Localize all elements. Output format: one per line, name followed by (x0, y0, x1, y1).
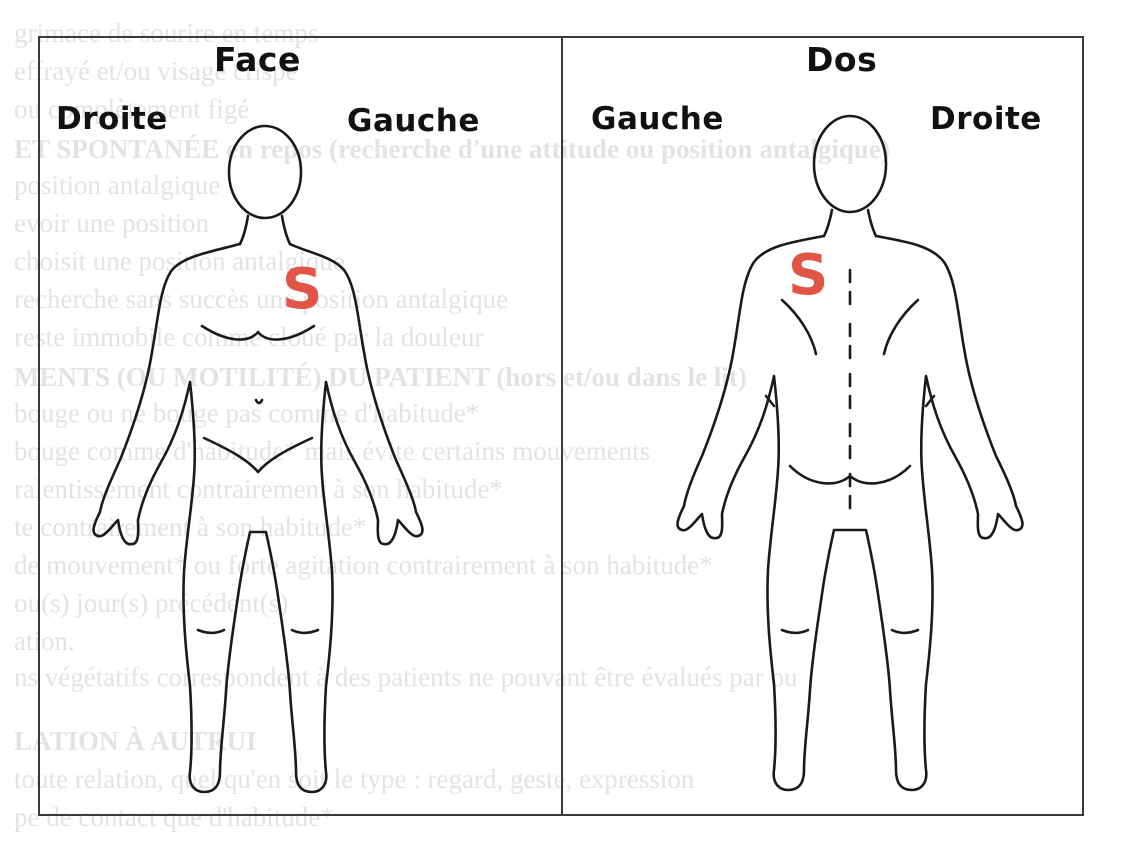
front-head (229, 126, 301, 218)
back-knee-left (782, 630, 808, 633)
front-navel (256, 400, 262, 403)
back-knee-right (892, 630, 918, 633)
back-title: Dos (806, 40, 877, 79)
front-hip-line (204, 438, 312, 472)
front-neck (240, 216, 290, 244)
front-body-outline (94, 244, 423, 792)
front-title: Face (214, 40, 301, 79)
front-knee-left (198, 630, 224, 633)
front-pain-mark: S (282, 262, 322, 318)
front-body-figure (80, 120, 470, 820)
back-pain-mark: S (788, 248, 828, 304)
front-chest-line (202, 326, 314, 340)
front-knee-right (292, 630, 318, 633)
back-shoulder-blade-left (782, 300, 816, 354)
back-shoulder-blade-right (884, 300, 918, 354)
back-body-outline (678, 236, 1023, 790)
back-head (814, 116, 886, 212)
back-body-figure (670, 110, 1060, 820)
back-neck (824, 210, 876, 236)
panel-divider (561, 36, 563, 816)
